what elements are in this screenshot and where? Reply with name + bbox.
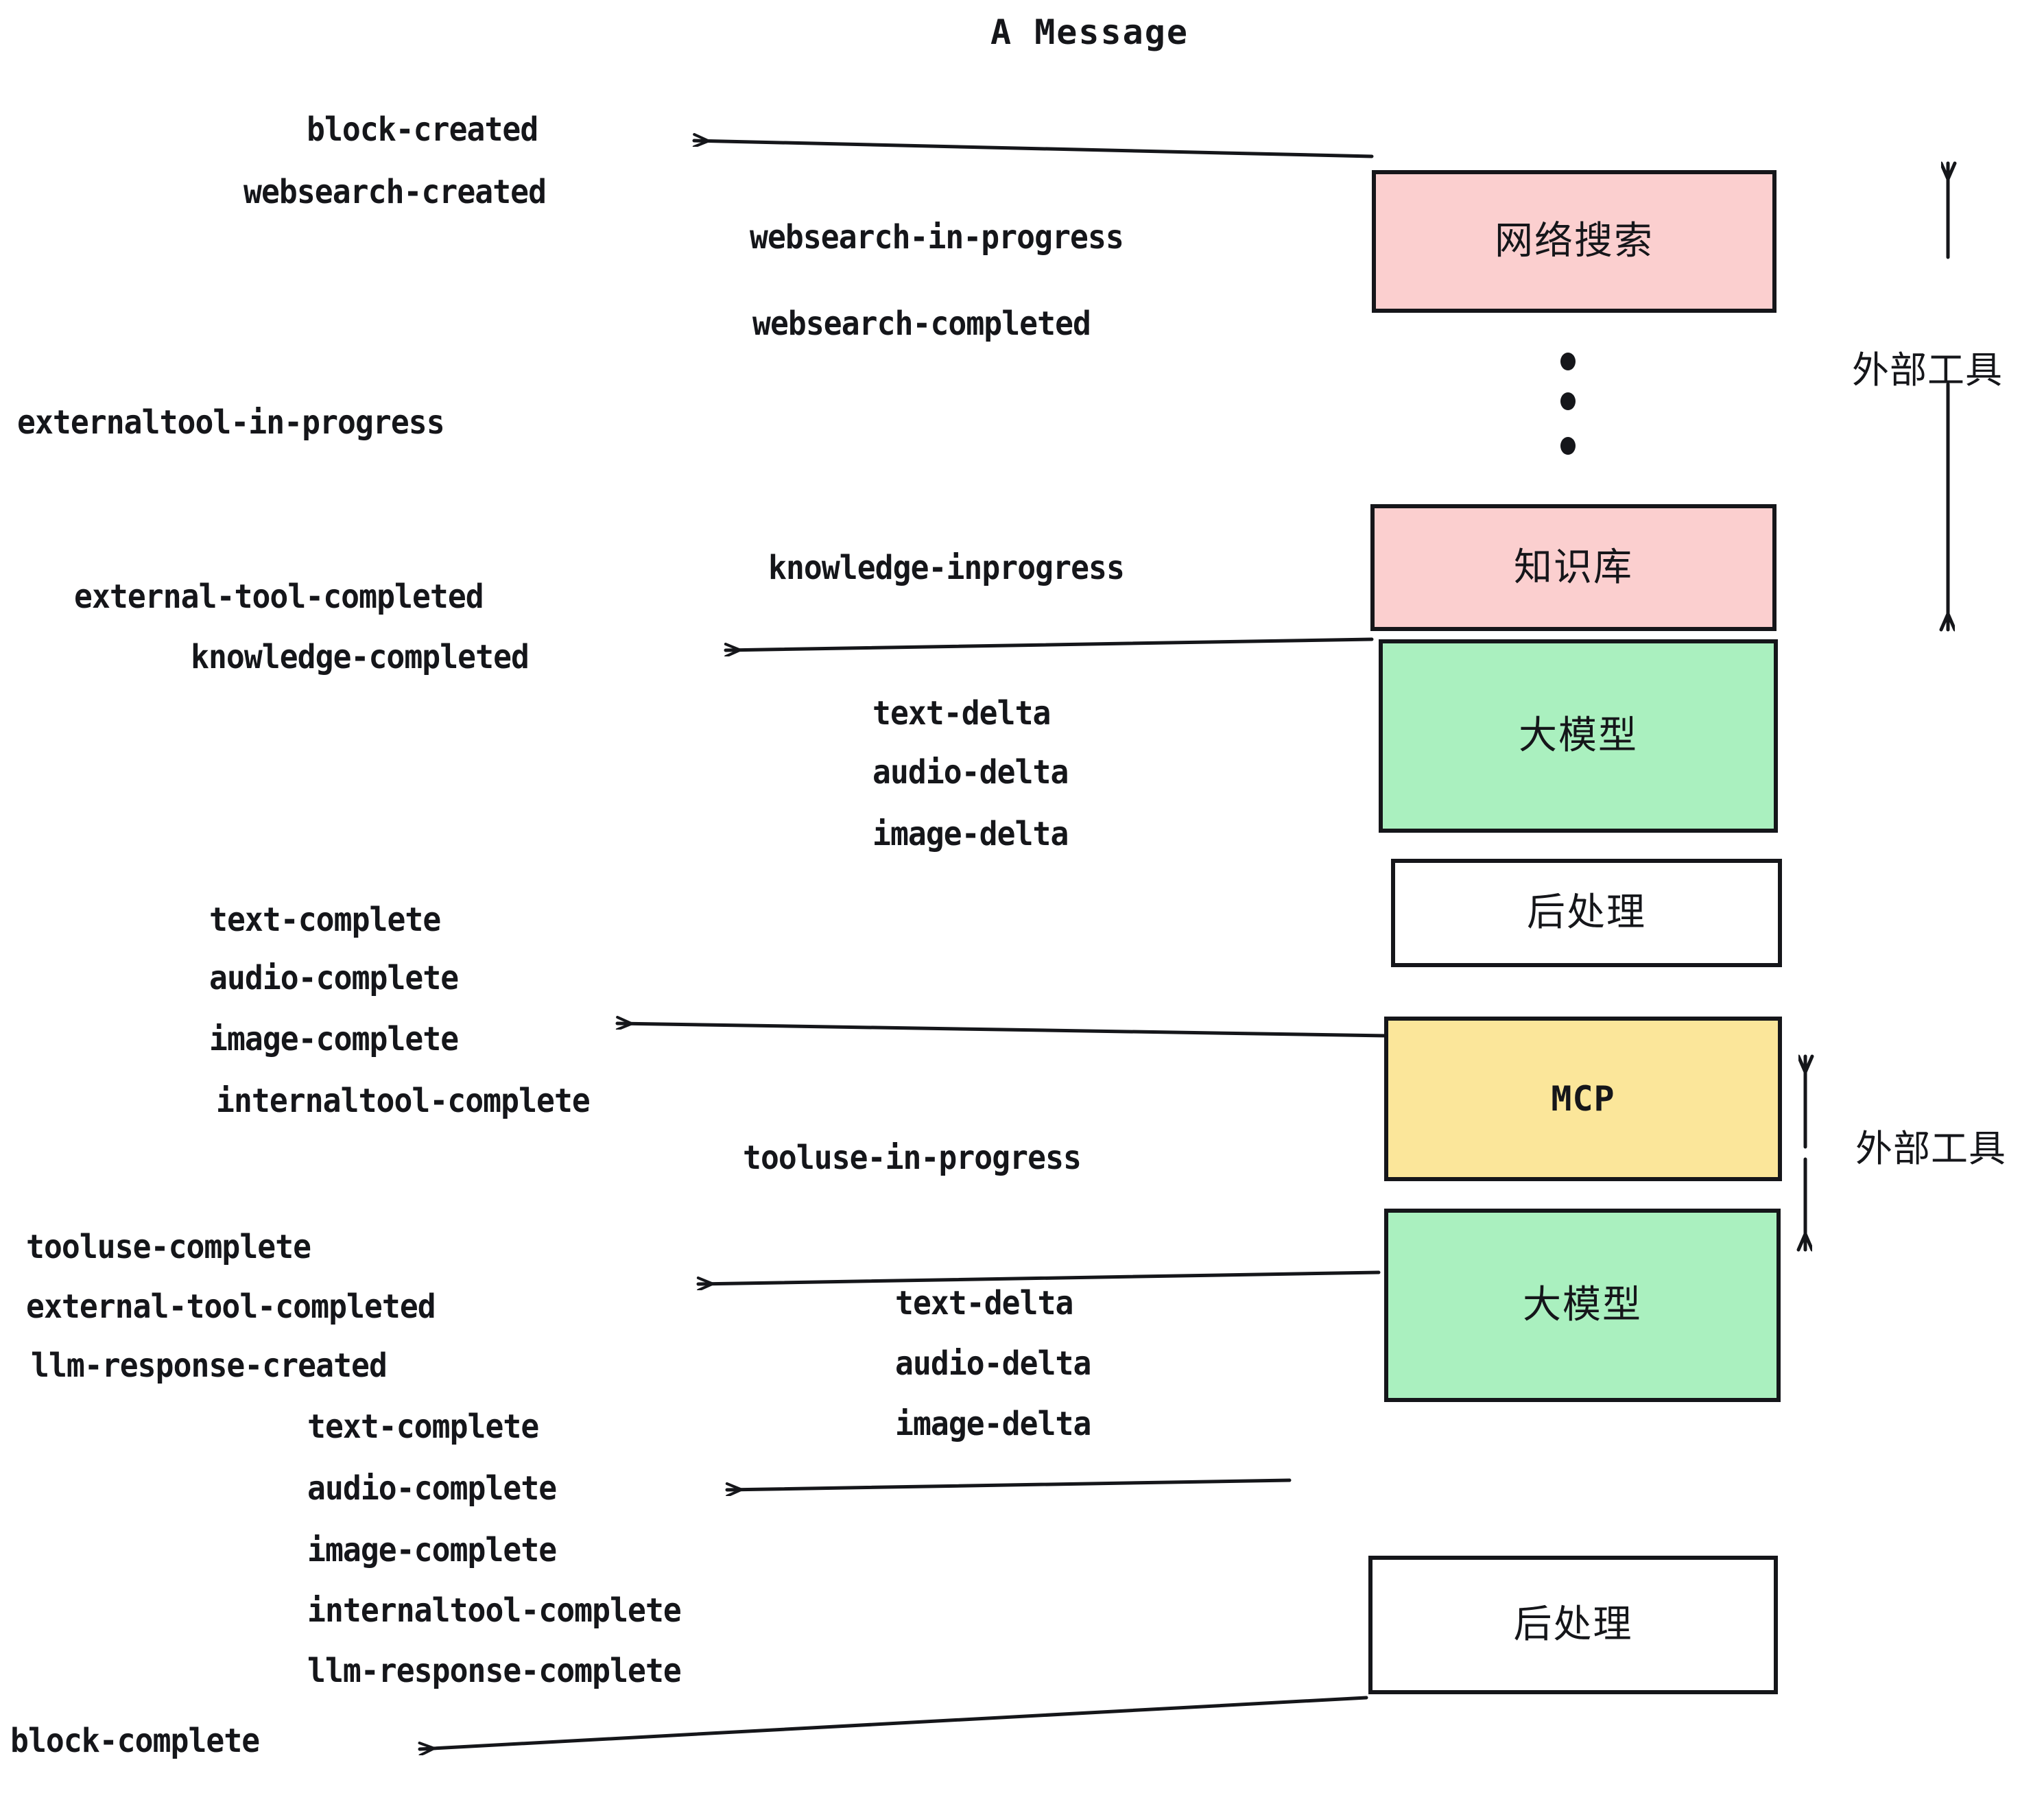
event-label-llm-response-created: llm-response-created bbox=[31, 1346, 388, 1385]
event-label-text-delta-1: text-delta bbox=[872, 694, 1051, 733]
ellipsis-dot-1 bbox=[1560, 392, 1576, 410]
node-knowledge: 知识库 bbox=[1370, 504, 1776, 631]
event-label-image-delta-2: image-delta bbox=[895, 1405, 1091, 1443]
event-label-image-complete-2: image-complete bbox=[307, 1531, 557, 1569]
event-label-knowledge-inprogress: knowledge-inprogress bbox=[768, 549, 1125, 587]
event-label-external-tool-completed-1: external-tool-completed bbox=[74, 578, 484, 616]
event-label-text-complete-2: text-complete bbox=[307, 1408, 539, 1446]
event-label-tooluse-in-progress: tooluse-in-progress bbox=[743, 1139, 1082, 1177]
arrow-image-complete bbox=[615, 1023, 1389, 1038]
event-label-knowledge-completed: knowledge-completed bbox=[191, 638, 530, 676]
event-label-websearch-created: websearch-created bbox=[243, 173, 547, 211]
arrow-block-complete bbox=[418, 1696, 1368, 1749]
ellipsis-dot-2 bbox=[1560, 437, 1576, 455]
node-label: 网络搜索 bbox=[1495, 219, 1654, 263]
event-label-audio-complete-1: audio-complete bbox=[209, 959, 459, 997]
group-label-external-tools-top: 外部工具 bbox=[1852, 348, 2003, 392]
node-label: 大模型 bbox=[1523, 1283, 1642, 1327]
event-label-tooluse-complete: tooluse-complete bbox=[26, 1228, 311, 1266]
node-websearch: 网络搜索 bbox=[1372, 170, 1776, 313]
arrow-external-tool-2 bbox=[696, 1270, 1381, 1284]
event-label-external-tool-completed-2: external-tool-completed bbox=[26, 1287, 436, 1326]
event-label-image-delta-1: image-delta bbox=[872, 815, 1069, 853]
event-label-text-delta-2: text-delta bbox=[895, 1284, 1073, 1322]
event-label-externaltool-in-progress: externaltool-in-progress bbox=[17, 403, 445, 442]
arrow-knowledge-completed bbox=[724, 637, 1374, 650]
event-label-audio-delta-2: audio-delta bbox=[895, 1344, 1091, 1383]
node-label: 后处理 bbox=[1513, 1602, 1633, 1647]
arrow-audio-complete-2 bbox=[725, 1478, 1292, 1490]
ellipsis-dot-0 bbox=[1560, 353, 1576, 370]
event-label-websearch-completed: websearch-completed bbox=[752, 305, 1091, 343]
event-label-audio-complete-2: audio-complete bbox=[307, 1469, 557, 1508]
event-label-internaltool-complete-2: internaltool-complete bbox=[307, 1591, 682, 1630]
node-llm-2: 大模型 bbox=[1384, 1209, 1781, 1402]
node-postprocess-1: 后处理 bbox=[1391, 859, 1782, 967]
node-label: 后处理 bbox=[1527, 890, 1646, 935]
group-label-external-tools-bottom: 外部工具 bbox=[1855, 1127, 2006, 1170]
diagram-title: A Message bbox=[990, 12, 1189, 52]
node-llm-1: 大模型 bbox=[1379, 639, 1778, 833]
event-label-block-created: block-created bbox=[307, 110, 538, 149]
event-label-internaltool-complete-1: internaltool-complete bbox=[216, 1082, 591, 1120]
node-label: 知识库 bbox=[1514, 545, 1633, 590]
event-label-image-complete-1: image-complete bbox=[209, 1020, 459, 1058]
event-label-websearch-in-progress: websearch-in-progress bbox=[750, 218, 1124, 257]
event-label-block-complete: block-complete bbox=[10, 1722, 260, 1760]
node-label: MCP bbox=[1551, 1079, 1615, 1119]
event-label-text-complete-1: text-complete bbox=[209, 901, 441, 939]
node-mcp: MCP bbox=[1384, 1017, 1782, 1181]
node-label: 大模型 bbox=[1519, 713, 1638, 758]
arrow-block-created bbox=[692, 141, 1374, 158]
event-label-audio-delta-1: audio-delta bbox=[872, 753, 1069, 792]
event-label-llm-response-complete: llm-response-complete bbox=[307, 1652, 682, 1690]
node-postprocess-2: 后处理 bbox=[1368, 1556, 1778, 1694]
